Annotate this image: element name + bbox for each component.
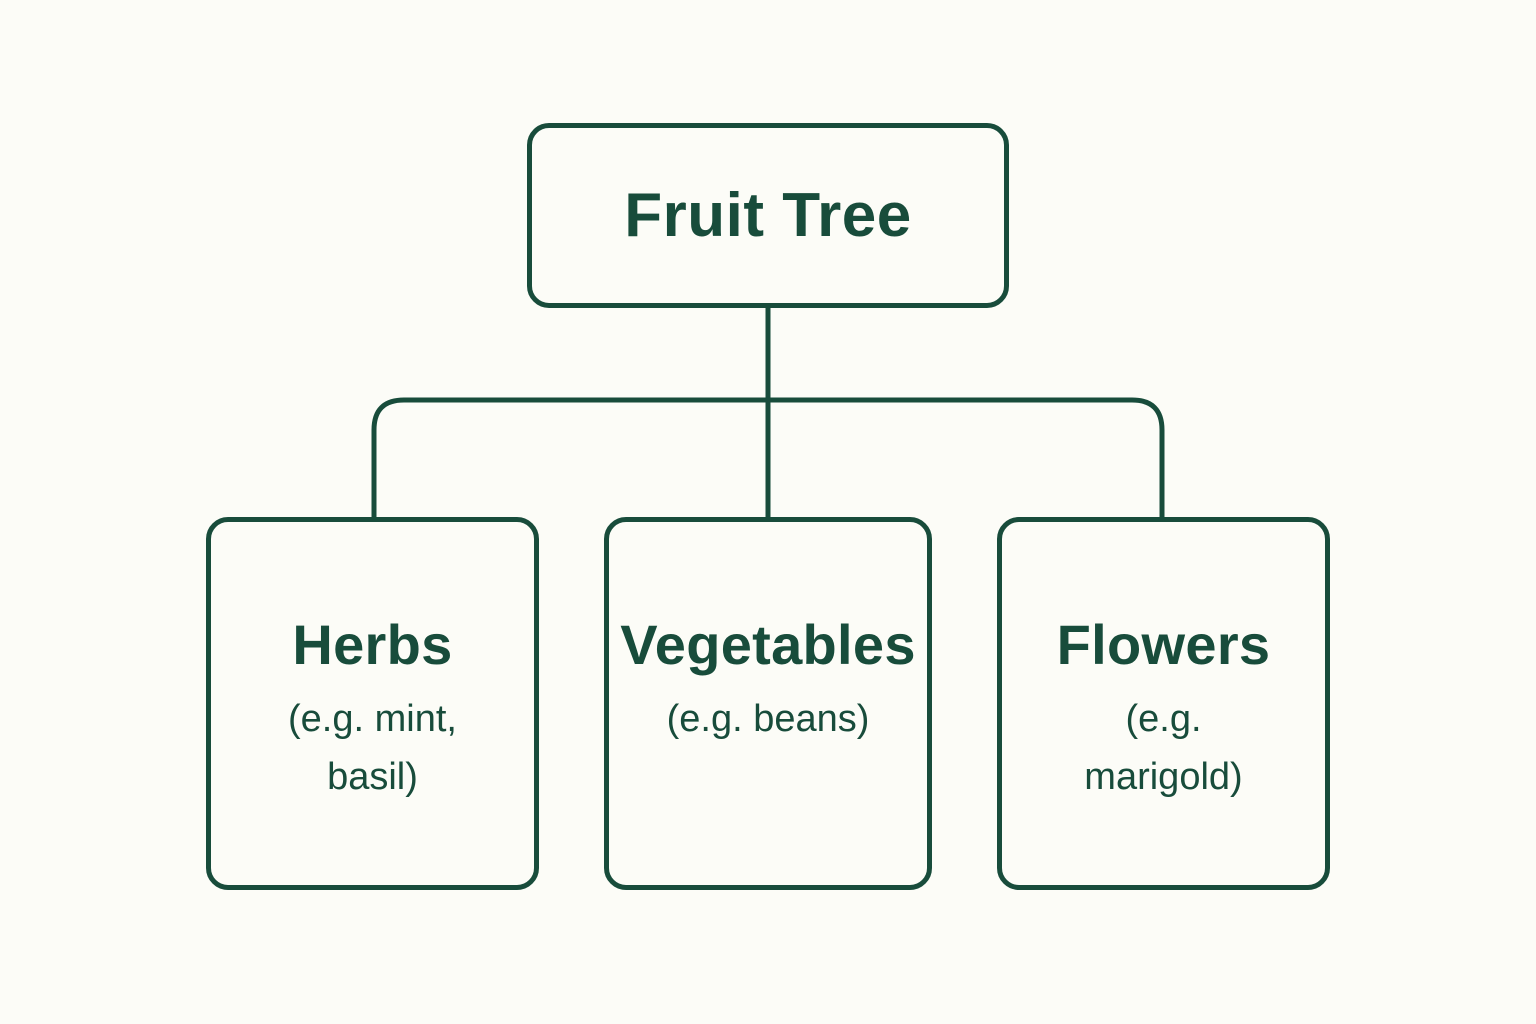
child-node-herbs-example: (e.g. mint, basil) [288,698,457,798]
child-node-flowers: Flowers (e.g. marigold) [997,517,1330,890]
root-node-label: Fruit Tree [624,181,912,250]
connector-branch-herbs [371,397,768,518]
connector-branch-flowers [768,397,1165,518]
child-node-flowers-example: (e.g. marigold) [1084,698,1243,798]
root-node: Fruit Tree [527,123,1009,308]
child-node-flowers-label: Flowers [1056,613,1271,676]
child-node-vegetables-example: (e.g. beans) [666,698,870,740]
child-node-herbs-label: Herbs [292,613,453,676]
child-node-herbs: Herbs (e.g. mint, basil) [206,517,539,890]
child-node-vegetables-label: Vegetables [620,613,916,676]
child-node-vegetables: Vegetables (e.g. beans) [604,517,932,890]
